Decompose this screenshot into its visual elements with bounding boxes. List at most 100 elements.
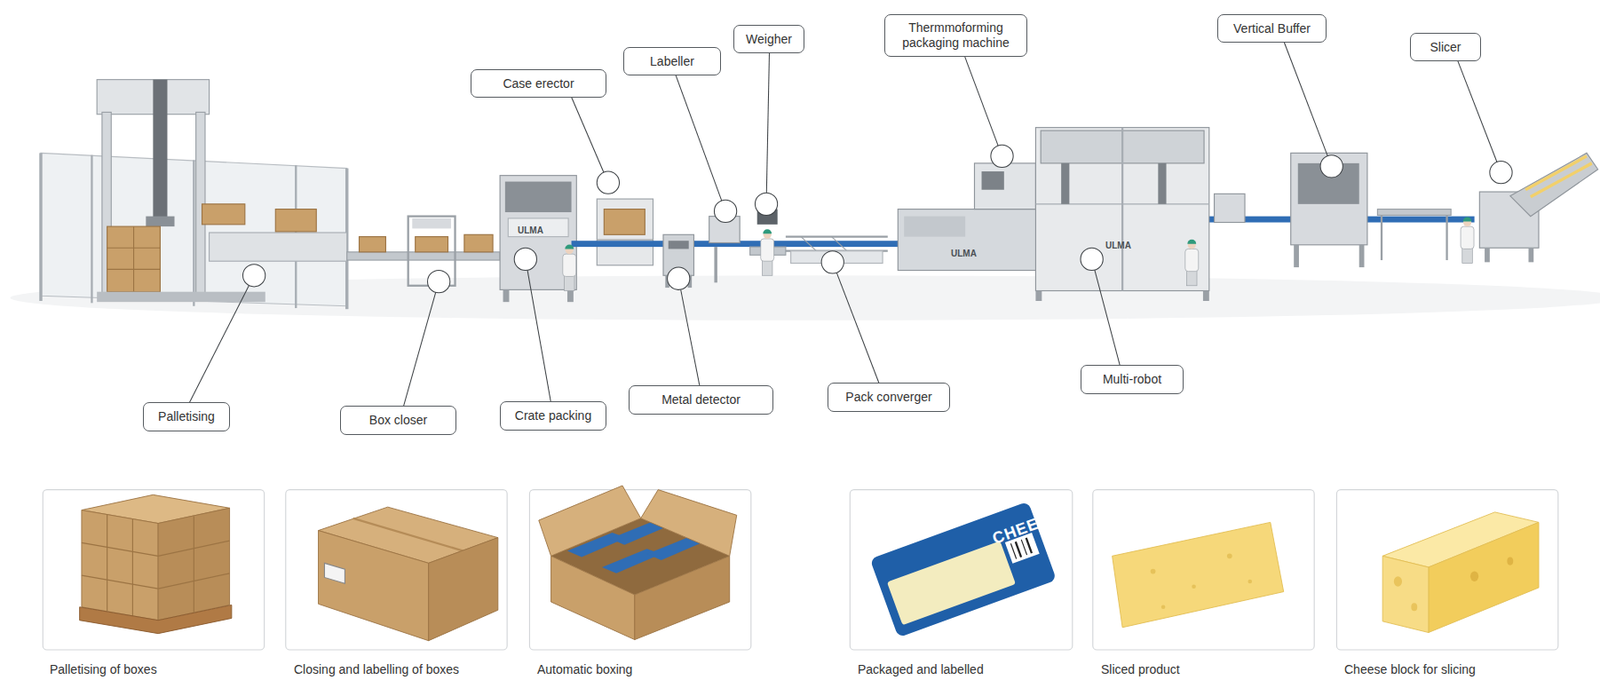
callout-label: Vertical Buffer (1233, 21, 1311, 37)
callout-circles (667, 267, 690, 290)
case-erector (596, 198, 653, 266)
product-caption: Closing and labelling of boxes (293, 662, 460, 677)
cheese-slice (1227, 553, 1233, 559)
open-box (551, 555, 635, 640)
multi-robot (1157, 163, 1166, 205)
crate-packing-machine (505, 182, 572, 213)
callout-circles (243, 144, 1513, 294)
slicer (1484, 247, 1490, 262)
case-erector (596, 198, 653, 266)
callout-box: Metal detector (628, 385, 774, 415)
thermoforming-machine (897, 163, 1041, 271)
vertical-buffer (1291, 152, 1368, 245)
callout-box: Multi-robot (1080, 364, 1184, 395)
crate-packing-machine (567, 289, 574, 302)
box-closer (359, 237, 387, 253)
cheese-package (1015, 541, 1022, 557)
palletiser (145, 216, 175, 227)
callout-box: Palletising (142, 402, 230, 432)
multi-robot (1035, 127, 1245, 301)
palletiser (39, 152, 42, 301)
callout-label: Crate packing (514, 408, 592, 424)
pallet-of-boxes (132, 519, 134, 617)
cheese-block (1506, 556, 1513, 565)
operators (562, 244, 577, 291)
box-closer (415, 237, 449, 253)
leader-lines (403, 281, 439, 409)
callout-box: Thermmoforming packaging machine (884, 14, 1028, 57)
pallet-of-boxes (81, 542, 159, 556)
callout-circles (427, 270, 451, 294)
cheese-package (1021, 539, 1027, 555)
cheese-block (1382, 512, 1539, 634)
callout-label: Case erector (502, 76, 574, 92)
brand-mark: ULMA (1105, 240, 1132, 251)
operators (1460, 216, 1474, 263)
callout-box: Box closer (340, 405, 457, 436)
pallet-of-boxes (81, 575, 159, 589)
slicer (1510, 152, 1599, 216)
slicer (1525, 156, 1587, 191)
cheese-slice (1191, 584, 1197, 589)
multi-robot (1203, 291, 1210, 301)
box-closer (411, 218, 452, 229)
pallet-of-boxes (79, 604, 232, 634)
cheese-slice (1112, 522, 1284, 627)
pallet-of-boxes (79, 494, 232, 634)
thermoforming-machine (974, 163, 1036, 210)
product-cards (42, 490, 1559, 650)
closed-box (428, 538, 499, 642)
palletiser (275, 209, 317, 232)
inspection-table (1445, 214, 1448, 261)
callout-circles (514, 247, 537, 270)
brand-mark: ULMA (517, 225, 544, 236)
product-cards (1093, 490, 1315, 650)
cheese-block (1470, 571, 1479, 582)
cheese-slice (1112, 522, 1284, 627)
brand-mark: CHEESE (990, 506, 1063, 549)
cheese-slice (1150, 569, 1157, 575)
operators (562, 216, 1474, 291)
callout-circles (990, 144, 1014, 167)
cheese-block (1428, 522, 1539, 633)
callout-box: Slicer (1409, 32, 1482, 62)
slicer (1479, 152, 1598, 262)
callout-circles (754, 192, 777, 215)
product-cards (42, 490, 264, 650)
callout-label: Multi-robot (1102, 372, 1162, 388)
palletiser (40, 79, 348, 310)
product-caption: Cheese block for slicing (1344, 662, 1476, 677)
callout-circles (821, 251, 844, 274)
callout-label: Pack converger (845, 389, 932, 405)
closed-box (324, 562, 345, 584)
open-box (641, 490, 737, 557)
pack-converger (785, 235, 888, 238)
product-caption: Packaged and labelled (857, 662, 984, 677)
operators (760, 229, 775, 276)
cheese-package (1010, 543, 1016, 559)
open-box (551, 594, 635, 634)
product-cards (285, 490, 507, 650)
callout-label: Slicer (1429, 39, 1461, 56)
callout-label: Metal detector (661, 392, 741, 408)
vertical-buffer (1291, 152, 1368, 268)
thermoforming-machine (897, 209, 1041, 271)
slicer (1530, 163, 1593, 198)
thermoforming-machine (903, 216, 966, 238)
slicer (1528, 247, 1535, 262)
leader-lines (1457, 59, 1501, 174)
crate-packing-machine (499, 175, 577, 303)
box-closer (347, 252, 500, 261)
product-caption: Automatic boxing (537, 662, 633, 677)
callout-label: Labeller (649, 54, 695, 70)
callout-circles (243, 264, 266, 287)
labeller-weigher (713, 246, 717, 283)
open-box (634, 555, 730, 640)
callout-label: Thermmoforming packaging machine (892, 20, 1020, 51)
callout-box: Case erector (470, 69, 607, 98)
palletiser (192, 159, 195, 306)
palletiser (96, 292, 266, 302)
